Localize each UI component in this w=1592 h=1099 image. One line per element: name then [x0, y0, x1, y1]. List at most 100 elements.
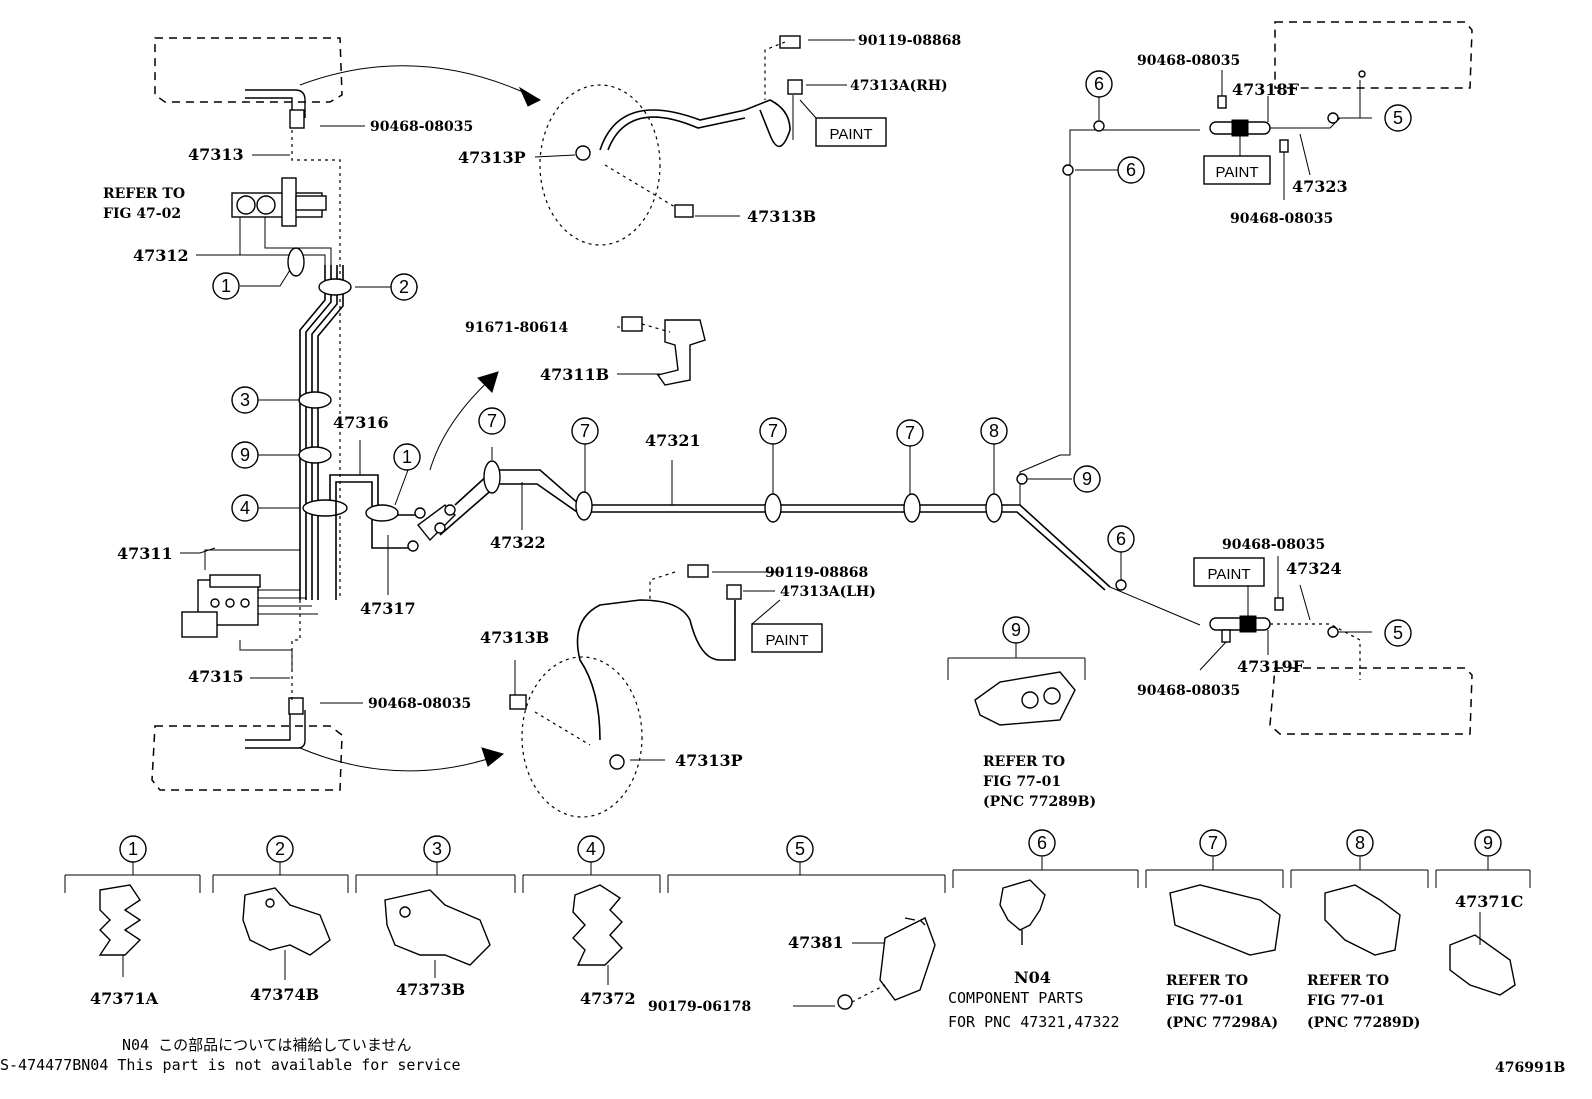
direction-arrows [299, 65, 542, 772]
legend-clamp-shapes [98, 879, 1516, 1010]
label-refer-fig-47-02-line2: FIG 47-02 [103, 206, 181, 222]
front-tube-bundle [239, 130, 418, 700]
callout-9-b-label: 9 [1082, 469, 1092, 489]
label-90119-08868-top: 90119-08868 [858, 33, 961, 49]
tube-end-left-bottom [245, 697, 306, 749]
callout-9-a [231, 441, 259, 469]
footer-note-jp: N04 この部品については補給していません [122, 1036, 411, 1054]
callout-4-a [231, 494, 259, 522]
legend-part-47381: 47381 [788, 933, 844, 952]
callout-1-a-label: 1 [221, 276, 231, 296]
label-47313: 47313 [188, 145, 244, 164]
paint-label-lh: PAINT [765, 632, 808, 649]
legend-8-line3: (PNC 77289D) [1307, 1015, 1420, 1031]
label-47323: 47323 [1292, 177, 1348, 196]
clamp-77289b [947, 640, 1086, 726]
label-47319f: 47319F [1237, 657, 1305, 676]
label-47311: 47311 [117, 544, 173, 563]
callout-circles [119, 70, 1502, 863]
legend-callout-2-label: 2 [275, 839, 285, 859]
callout-3-a-label: 3 [240, 390, 250, 410]
callout-7-c [759, 417, 787, 445]
legend-callout-2 [266, 835, 294, 863]
callout-6-c [1107, 525, 1135, 553]
legend-n04-desc1: COMPONENT PARTS [948, 989, 1083, 1007]
callout-numbers: 1 2 3 9 4 1 7 7 7 7 8 9 6 6 6 5 5 9 1 2 … [128, 74, 1493, 859]
legend-n04-desc2: FOR PNC 47321,47322 [948, 1013, 1120, 1031]
callout-5-b-label: 5 [1393, 623, 1403, 643]
callout-3-a [231, 386, 259, 414]
legend-brackets [64, 857, 1531, 893]
callout-5-b [1384, 619, 1412, 647]
refer-77289b: REFER TO FIG 77-01 (PNC 77289B) [983, 754, 1096, 810]
label-47313b-bottom: 47313B [480, 628, 549, 647]
legend-callout-6 [1028, 829, 1056, 857]
legend-part-47371a: 47371A [90, 989, 159, 1008]
label-47313a-lh: 47313A(LH) [780, 584, 876, 600]
leader-lines [122, 39, 1481, 1007]
legend-part-47374b: 47374B [250, 985, 319, 1004]
label-47317: 47317 [360, 599, 416, 618]
legend-callout-5 [786, 835, 814, 863]
callout-7-b-label: 7 [580, 421, 590, 441]
callout-6-b-label: 6 [1126, 160, 1136, 180]
union-fitting [407, 472, 496, 552]
paint-label-rear-lh: PAINT [1207, 566, 1250, 583]
label-47313a-rh: 47313A(RH) [850, 78, 948, 94]
label-refer-fig-47-02-line1: REFER TO [103, 186, 185, 202]
callout-8-a [980, 417, 1008, 445]
legend-part-90179-06178: 90179-06178 [648, 999, 751, 1015]
callout-8-a-label: 8 [989, 421, 999, 441]
legend-callout-1-label: 1 [128, 839, 138, 859]
footer-note-en: S-474477BN04 This part is not available … [0, 1056, 461, 1074]
wheel-area-outlines [151, 21, 1473, 791]
label-47316: 47316 [333, 413, 389, 432]
callout-9-b [1073, 465, 1101, 493]
callout-1-b-label: 1 [402, 447, 412, 467]
label-47321: 47321 [645, 431, 701, 450]
callout-2-a [390, 273, 418, 301]
legend-callout-6-label: 6 [1037, 833, 1047, 853]
legend-7-line3: (PNC 77298A) [1166, 1015, 1278, 1031]
rear-tubes [483, 120, 1201, 626]
label-90468-08035-left-bottom: 90468-08035 [368, 696, 471, 712]
legend-callout-7 [1199, 829, 1227, 857]
paint-label-rh: PAINT [829, 126, 872, 143]
legend-part-47371c: 47371C [1455, 892, 1523, 911]
label-47324: 47324 [1286, 559, 1342, 578]
refer-77289b-line3: (PNC 77289B) [983, 794, 1096, 810]
callout-9-a-label: 9 [240, 445, 250, 465]
tube-end-left-top [245, 89, 306, 129]
legend-callout-8 [1346, 829, 1374, 857]
master-cylinder [231, 177, 327, 227]
front-hose-lh [509, 564, 742, 818]
drawing-number: 476991B [1495, 1060, 1565, 1076]
callout-7-a-label: 7 [487, 411, 497, 431]
callout-5-a [1384, 104, 1412, 132]
footer: N04 この部品については補給していません S-474477BN04 This … [0, 1036, 1565, 1076]
legend-callout-9-label: 9 [1483, 833, 1493, 853]
callout-6-c-label: 6 [1116, 529, 1126, 549]
legend-8-line2: FIG 77-01 [1307, 993, 1385, 1009]
legend-callout-9 [1474, 829, 1502, 857]
legend-callout-3 [423, 835, 451, 863]
legend-callout-5-label: 5 [795, 839, 805, 859]
front-hose-rh [539, 35, 803, 246]
callout-7-d-label: 7 [905, 423, 915, 443]
paint-labels: PAINT PAINT PAINT PAINT [765, 126, 1258, 649]
abs-actuator [181, 549, 318, 672]
label-47313p-bottom: 47313P [675, 751, 743, 770]
label-47313b-top: 47313B [747, 207, 816, 226]
refer-77289b-line1: REFER TO [983, 754, 1065, 770]
label-47322: 47322 [490, 533, 546, 552]
callout-1-a [212, 272, 240, 300]
label-90468-08035-right-top2: 90468-08035 [1230, 211, 1333, 227]
label-47315: 47315 [188, 667, 244, 686]
legend-callout-8-label: 8 [1355, 833, 1365, 853]
part-number-labels: 90119-08868 47313A(RH) 47313P 47313B 904… [103, 33, 1348, 770]
legend-8-line1: REFER TO [1307, 973, 1389, 989]
callout-6-b [1117, 156, 1145, 184]
callout-2-a-label: 2 [399, 277, 409, 297]
label-90468-08035-right-bottom2: 90468-08035 [1137, 683, 1240, 699]
